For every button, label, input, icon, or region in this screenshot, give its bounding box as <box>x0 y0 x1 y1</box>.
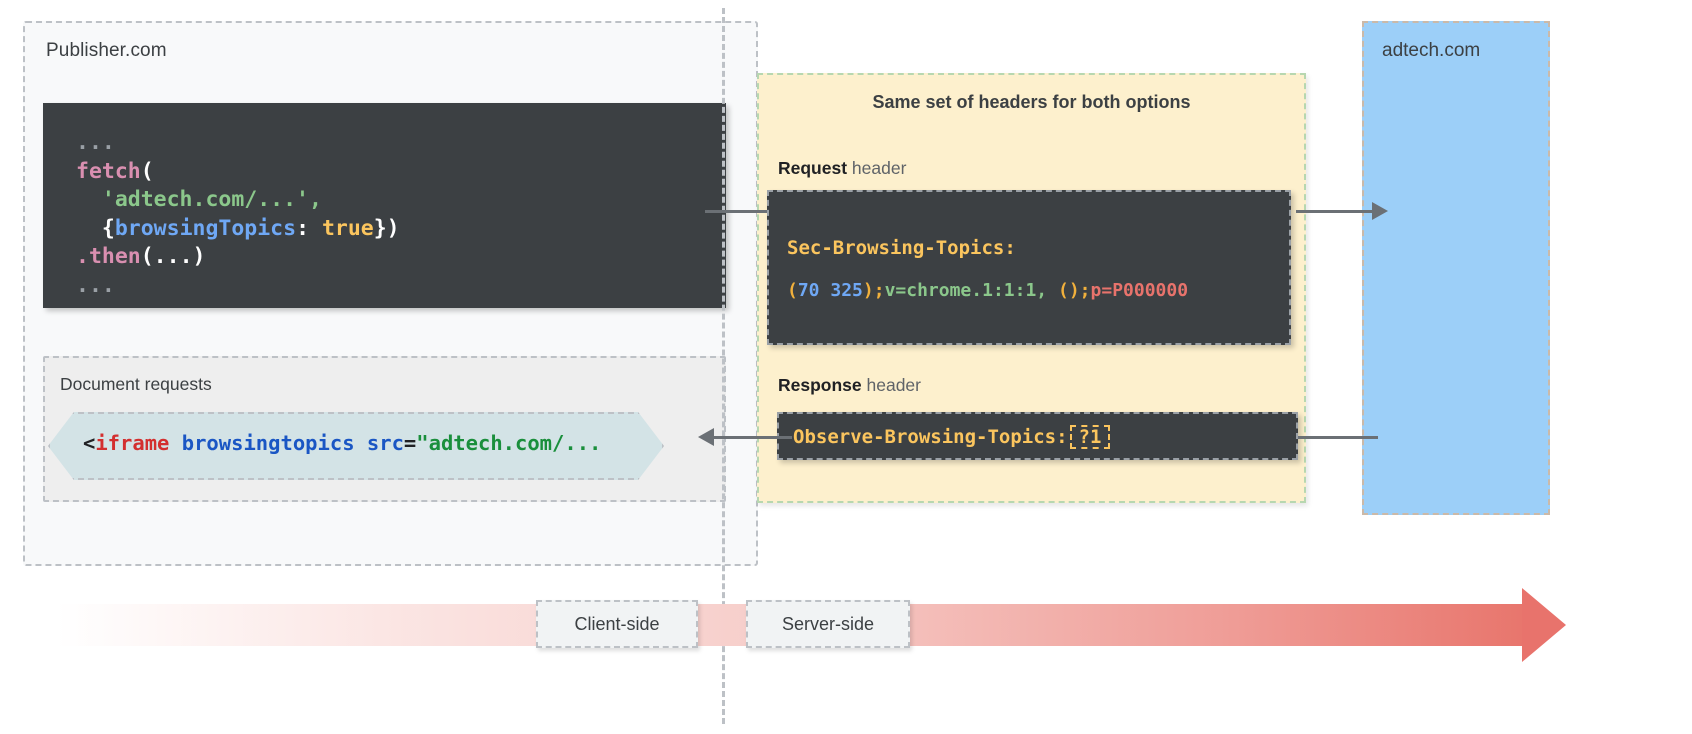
response-header-label-weak: header <box>861 375 922 395</box>
html-token-attr-src: src <box>366 431 404 455</box>
code-token-prop: browsingTopics <box>114 215 297 241</box>
request-header-label: Request header <box>778 158 906 179</box>
response-header-name: Observe-Browsing-Topics: <box>793 426 1068 448</box>
document-requests-label: Document requests <box>60 374 212 394</box>
value-token-topic1: 70 <box>797 280 820 301</box>
code-token-then: .then <box>76 244 141 269</box>
request-header-code-block: Sec-Browsing-Topics: (70 325);v=chrome.1… <box>767 190 1291 345</box>
request-header-name: Sec-Browsing-Topics: <box>787 237 1016 259</box>
value-token-semi2: ; <box>1079 280 1091 301</box>
response-header-value-highlight: ?1 <box>1069 425 1111 449</box>
request-header-label-weak: header <box>847 158 907 178</box>
arrow-head-right-to-adtech <box>1372 202 1388 220</box>
html-token-equals: = <box>403 431 417 455</box>
headers-panel-title: Same set of headers for both options <box>872 92 1191 112</box>
arrow-headers-to-adtech-line <box>1296 210 1376 213</box>
publisher-fetch-code-block: ... fetch( 'adtech.com/...', {browsingTo… <box>43 103 726 308</box>
request-header-value: (70 325);v=chrome.1:1:1, ();p=P000000 <box>787 280 1188 301</box>
fetch-code: ... fetch( 'adtech.com/...', {browsingTo… <box>43 103 726 300</box>
arrow-adtech-to-response-line <box>1298 436 1378 439</box>
response-header-code-block: Observe-Browsing-Topics:?1 <box>777 412 1298 460</box>
flow-bar-arrow-head <box>1522 588 1566 662</box>
value-token-semi1: ; <box>873 280 885 301</box>
iframe-snippet-shape <box>48 412 664 480</box>
html-token-src-value: "adtech.com/... <box>416 431 602 455</box>
response-header-line: Observe-Browsing-Topics:?1 <box>793 425 1111 449</box>
html-token-space1 <box>169 431 181 455</box>
adtech-label: adtech.com <box>1382 40 1481 61</box>
code-token-url-string: 'adtech.com/...', <box>101 187 322 212</box>
html-token-lt: < <box>83 431 96 455</box>
value-token-paren-open: ( <box>787 280 798 301</box>
client-side-badge: Client-side <box>536 600 698 648</box>
server-side-badge: Server-side <box>746 600 910 648</box>
code-token-dots-bottom: ... <box>76 272 115 298</box>
value-token-empty-parens: () <box>1057 280 1080 301</box>
client-server-divider <box>722 8 725 724</box>
html-token-tag: iframe <box>95 431 170 455</box>
value-token-padding: p=P000000 <box>1090 280 1189 301</box>
code-token-colon: : <box>296 215 322 241</box>
arrow-head-left-to-publisher <box>698 428 714 446</box>
html-token-space2 <box>355 431 367 455</box>
adtech-panel <box>1362 21 1550 515</box>
publisher-label: Publisher.com <box>46 40 167 61</box>
iframe-snippet-code: <iframe browsingtopics src="adtech.com/.… <box>83 431 601 455</box>
value-token-paren-close: ) <box>862 280 874 301</box>
arrow-publisher-to-headers-line <box>705 210 767 213</box>
code-token-fetch: fetch <box>76 158 141 184</box>
code-token-obj-close: }) <box>373 215 400 241</box>
html-token-attr-browsingtopics: browsingtopics <box>181 431 355 455</box>
value-token-space2 <box>1047 280 1058 301</box>
value-token-topic2: 325 <box>830 280 863 301</box>
code-token-dots-top: ... <box>76 130 115 155</box>
value-token-version: v=chrome.1:1:1, <box>884 280 1048 301</box>
code-token-then-args: (...) <box>140 244 206 269</box>
code-token-bool: true <box>321 215 374 241</box>
value-token-space <box>820 280 831 301</box>
code-token-open-paren: ( <box>140 158 154 184</box>
response-header-label: Response header <box>778 375 921 396</box>
request-header-label-strong: Request <box>778 158 848 178</box>
code-token-obj-open: { <box>101 215 115 241</box>
arrow-response-to-publisher-line <box>714 436 792 439</box>
response-header-label-strong: Response <box>778 375 862 395</box>
